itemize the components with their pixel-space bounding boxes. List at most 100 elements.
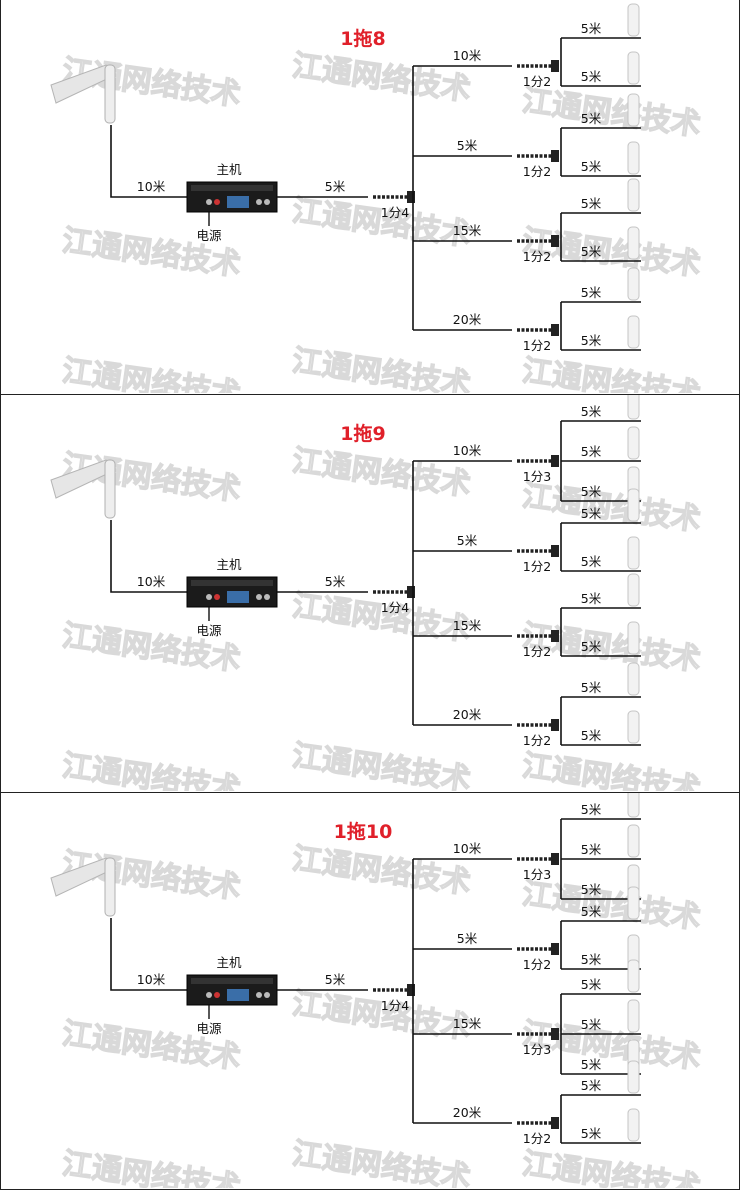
power-label: 电源: [196, 1021, 222, 1036]
splitter-icon: [551, 853, 559, 865]
splitter-icon: [551, 943, 559, 955]
splitter-icon: [551, 455, 559, 467]
watermark-text: 江通网络技术: [60, 748, 243, 791]
splitter-icon: [551, 235, 559, 247]
repeater-screen-icon: [227, 196, 249, 208]
output-cable-length: 5米: [581, 1057, 602, 1072]
donor-cable-line: [110, 918, 187, 991]
watermark-text: 江通网络技术: [520, 1146, 703, 1188]
branch-cable-length: 10米: [453, 48, 482, 63]
repeater-host-fins: [191, 580, 273, 586]
output-cable-length: 5米: [581, 639, 602, 654]
topology: 1拖1010米主机电源5米1分410米1分35米5米5米5米1分25米5米15米…: [50, 784, 641, 1146]
branch-splitter-label: 1分2: [523, 957, 551, 972]
host-port-icon: [206, 199, 212, 205]
splitter-icon: [551, 719, 559, 731]
diagram-panel-1x8: 江通网络技术江通网络技术江通网络技术江通网络技术江通网络技术江通网络技术江通网络…: [0, 0, 740, 414]
host-label: 主机: [216, 557, 242, 572]
output-cable-length: 5米: [581, 554, 602, 569]
branch-cable-length: 15米: [453, 618, 482, 633]
diagram-title: 1拖9: [340, 422, 385, 445]
donor-cable-line: [110, 520, 187, 593]
branch-splitter-label: 1分2: [523, 644, 551, 659]
host-label: 主机: [216, 955, 242, 970]
ceiling-antenna-icon: [627, 999, 640, 1033]
ceiling-antenna-icon: [627, 1108, 640, 1142]
topology: 1拖910米主机电源5米1分410米1分35米5米5米5米1分25米5米15米1…: [50, 386, 641, 748]
branch-splitter-label: 1分2: [523, 249, 551, 264]
watermark-text: 江通网络技术: [290, 193, 473, 253]
repeater-screen-icon: [227, 591, 249, 603]
splitter-icon: [407, 191, 415, 203]
donor-antenna-mast-icon: [104, 459, 116, 519]
splitter-icon: [551, 150, 559, 162]
branch-splitter-label: 1分3: [523, 867, 551, 882]
diagram-panel-1x9: 江通网络技术江通网络技术江通网络技术江通网络技术江通网络技术江通网络技术江通网络…: [0, 386, 740, 809]
diagram-canvas: 江通网络技术江通网络技术江通网络技术江通网络技术江通网络技术江通网络技术江通网络…: [50, 784, 704, 1192]
splitter-icon: [551, 324, 559, 336]
host-port-icon: [264, 992, 270, 998]
donor-cable-length: 10米: [137, 574, 166, 589]
watermark-text: 江通网络技术: [290, 986, 473, 1046]
ceiling-antenna-icon: [627, 662, 640, 696]
ceiling-antenna-icon: [627, 488, 640, 522]
host-port-icon: [214, 992, 220, 998]
output-cable-length: 5米: [581, 904, 602, 919]
output-cable-length: 5米: [581, 952, 602, 967]
output-cable-length: 5米: [581, 1078, 602, 1093]
main-splitter-label: 1分4: [381, 600, 409, 615]
output-cable-length: 5米: [581, 728, 602, 743]
watermark-text: 江通网络技术: [520, 748, 703, 791]
splitter-icon: [551, 1117, 559, 1129]
output-cable-length: 5米: [581, 69, 602, 84]
watermark-text: 江通网络技术: [290, 738, 473, 791]
diagram-panel-1x10: 江通网络技术江通网络技术江通网络技术江通网络技术江通网络技术江通网络技术江通网络…: [0, 784, 740, 1192]
ceiling-antenna-icon: [627, 784, 640, 818]
host-port-icon: [256, 594, 262, 600]
output-cable-length: 5米: [581, 842, 602, 857]
watermark-text: 江通网络技术: [290, 1136, 473, 1188]
splitter-icon: [551, 545, 559, 557]
main-splitter-label: 1分4: [381, 998, 409, 1013]
output-cable-length: 5米: [581, 680, 602, 695]
ceiling-antenna-icon: [627, 621, 640, 655]
output-cable-length: 5米: [581, 591, 602, 606]
output-cable-length: 5米: [581, 285, 602, 300]
ceiling-antenna-icon: [627, 426, 640, 460]
splitter-icon: [407, 586, 415, 598]
host-port-icon: [206, 594, 212, 600]
branch-cable-length: 5米: [457, 533, 478, 548]
output-cable-length: 5米: [581, 159, 602, 174]
ceiling-antenna-icon: [627, 3, 640, 37]
donor-antenna-mast-icon: [104, 64, 116, 124]
power-label: 电源: [196, 623, 222, 638]
branch-splitter-label: 1分2: [523, 733, 551, 748]
ceiling-antenna-icon: [627, 824, 640, 858]
host-port-icon: [256, 992, 262, 998]
watermark-text: 江通网络技术: [520, 876, 703, 936]
branch-cable-length: 15米: [453, 1016, 482, 1031]
branch-splitter-label: 1分3: [523, 1042, 551, 1057]
watermark-text: 江通网络技术: [290, 841, 473, 901]
diagram-title: 1拖8: [340, 27, 385, 50]
branch-cable-length: 10米: [453, 841, 482, 856]
watermark-text: 江通网络技术: [290, 443, 473, 503]
branch-cable-length: 15米: [453, 223, 482, 238]
splitter-icon: [407, 984, 415, 996]
host-port-icon: [264, 199, 270, 205]
output-cable-length: 5米: [581, 444, 602, 459]
branch-cable-length: 5米: [457, 138, 478, 153]
branch-cable-length: 20米: [453, 312, 482, 327]
branch-splitter-label: 1分2: [523, 338, 551, 353]
watermark-text: 江通网络技术: [520, 353, 703, 393]
branch-cable-length: 10米: [453, 443, 482, 458]
main-splitter-label: 1分4: [381, 205, 409, 220]
branch-splitter-label: 1分2: [523, 1131, 551, 1146]
branch-splitter-label: 1分2: [523, 164, 551, 179]
diagram-canvas: 江通网络技术江通网络技术江通网络技术江通网络技术江通网络技术江通网络技术江通网络…: [50, 386, 704, 809]
output-cable-length: 5米: [581, 882, 602, 897]
watermark-layer: 江通网络技术江通网络技术江通网络技术江通网络技术江通网络技术江通网络技术江通网络…: [59, 443, 703, 809]
branch-splitter-label: 1分3: [523, 469, 551, 484]
donor-cable-length: 10米: [137, 972, 166, 987]
output-cable-length: 5米: [581, 506, 602, 521]
